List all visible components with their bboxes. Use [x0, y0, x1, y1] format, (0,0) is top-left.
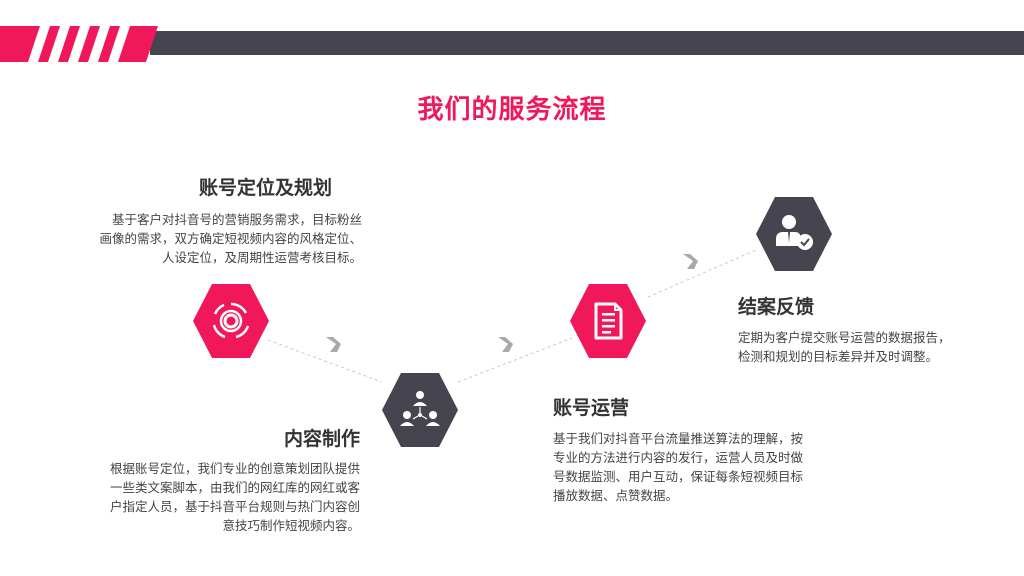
step-4-hexagon: [756, 197, 832, 271]
header-stripe-bar: [0, 26, 1024, 62]
arrow-chevron-icon: [326, 337, 341, 352]
target-icon: [212, 302, 250, 339]
step-4-description: 定期为客户提交账号运营的数据报告， 检测和规划的目标差异并及时调整。: [738, 330, 951, 364]
step-2-hexagon: [382, 373, 458, 447]
step-3-hexagon: [570, 284, 646, 358]
step-1-hexagon: [193, 284, 269, 358]
step-2-title: 内容制作: [283, 428, 360, 450]
step-3-description: 基于我们对抖音平台流量推送算法的理解，按 专业的方法进行内容的发行，运营人员及时…: [553, 431, 804, 503]
step-4-title: 结案反馈: [738, 296, 815, 318]
step-1-title: 账号定位及规划: [198, 177, 332, 199]
page-title: 我们的服务流程: [417, 95, 607, 125]
arrow-chevron-icon: [498, 337, 513, 352]
step-1-description: 基于客户对抖音号的营销服务需求，目标粉丝 画像的需求，双方确定短视频内容的风格定…: [99, 212, 362, 265]
user-check-icon: [776, 215, 813, 250]
team-network-icon: [400, 391, 440, 426]
document-icon: [594, 302, 623, 340]
step-2-description: 根据账号定位，我们专业的创意策划团队提供 一些类文案脚本，由我们的网红库的网红或…: [109, 461, 360, 533]
step-3-title: 账号运营: [553, 397, 630, 419]
arrow-chevron-icon: [683, 254, 698, 269]
